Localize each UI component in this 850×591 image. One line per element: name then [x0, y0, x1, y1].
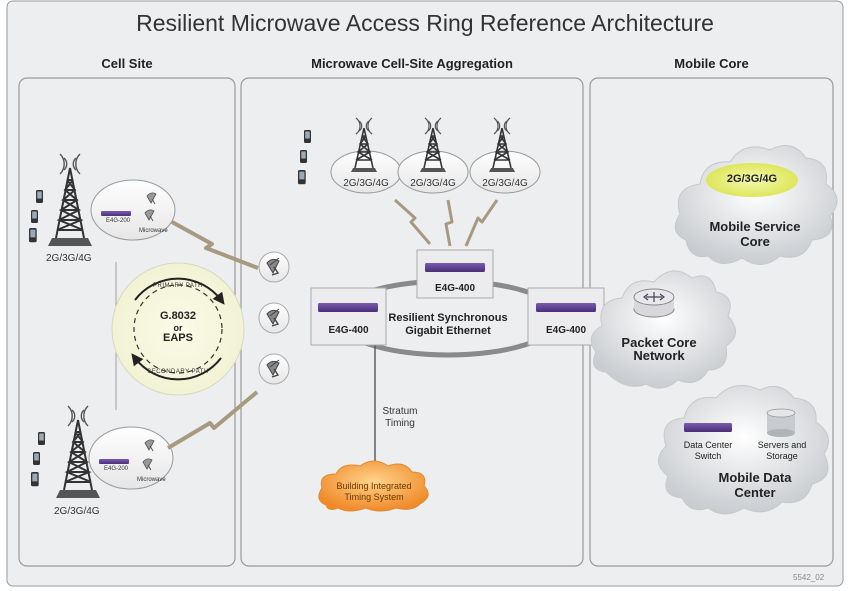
mobile-service-label-line2: Core — [740, 234, 770, 249]
switch-left-label: E4G-400 — [328, 325, 369, 336]
mobile-data-label-line2: Center — [734, 485, 776, 500]
aggregation-tower-3-label: 2G/3G/4G — [482, 178, 528, 189]
secondary-path-label: SECONDARY PATH — [147, 369, 209, 375]
switch-top-label: E4G-400 — [434, 283, 476, 294]
dc-switch-label-line2: Switch — [694, 451, 722, 461]
ring-protocol-g8032: G.8032 — [159, 310, 197, 322]
top-device-label: E4G-200 — [106, 218, 131, 224]
ring-protocol-or: or — [173, 323, 183, 333]
servers-label-line1: Servers and — [757, 440, 807, 450]
top-microwave-label: Microwave — [139, 228, 168, 234]
switch-right-label: E4G-400 — [545, 325, 587, 336]
primary-path-label: PRIMARY PATH — [153, 283, 203, 289]
mobile-service-label-line1: Mobile Service — [709, 219, 801, 234]
bottom-device-label: E4G-200 — [104, 466, 129, 472]
servers-label-line2: Storage — [766, 451, 798, 461]
column-heading-mobile-core: Mobile Core — [674, 56, 749, 71]
column-heading-aggregation: Microwave Cell-Site Aggregation — [311, 56, 513, 71]
aggregation-tower-2-label: 2G/3G/4G — [410, 178, 456, 189]
mobile-service-badge: 2G/3G/4G — [726, 173, 778, 185]
packet-core-label-line2: Network — [633, 348, 685, 363]
ring-label-line2: Gigabit Ethernet — [405, 325, 491, 337]
ring-label-line1: Resilient Synchronous — [388, 312, 508, 324]
bits-label-line2: Timing System — [344, 492, 404, 502]
footer-code: 5542_02 — [793, 573, 825, 582]
top-tower-label: 2G/3G/4G — [46, 253, 92, 264]
column-heading-cell-site: Cell Site — [101, 56, 153, 71]
stratum-label-line2: Timing — [385, 418, 415, 429]
diagram-title: Resilient Microwave Access Ring Referenc… — [136, 10, 714, 36]
packet-core-label-line1: Packet Core — [621, 335, 697, 350]
stratum-label-line1: Stratum — [382, 406, 418, 417]
ring-protocol-eaps: EAPS — [163, 332, 193, 344]
bits-label-line1: Building Integrated — [336, 481, 412, 491]
aggregation-tower-1-label: 2G/3G/4G — [343, 178, 389, 189]
bottom-tower-label: 2G/3G/4G — [54, 506, 100, 517]
mobile-data-label-line1: Mobile Data — [718, 470, 792, 485]
dc-switch-label-line1: Data Center — [683, 440, 733, 450]
bottom-microwave-label: Microwave — [137, 477, 166, 483]
